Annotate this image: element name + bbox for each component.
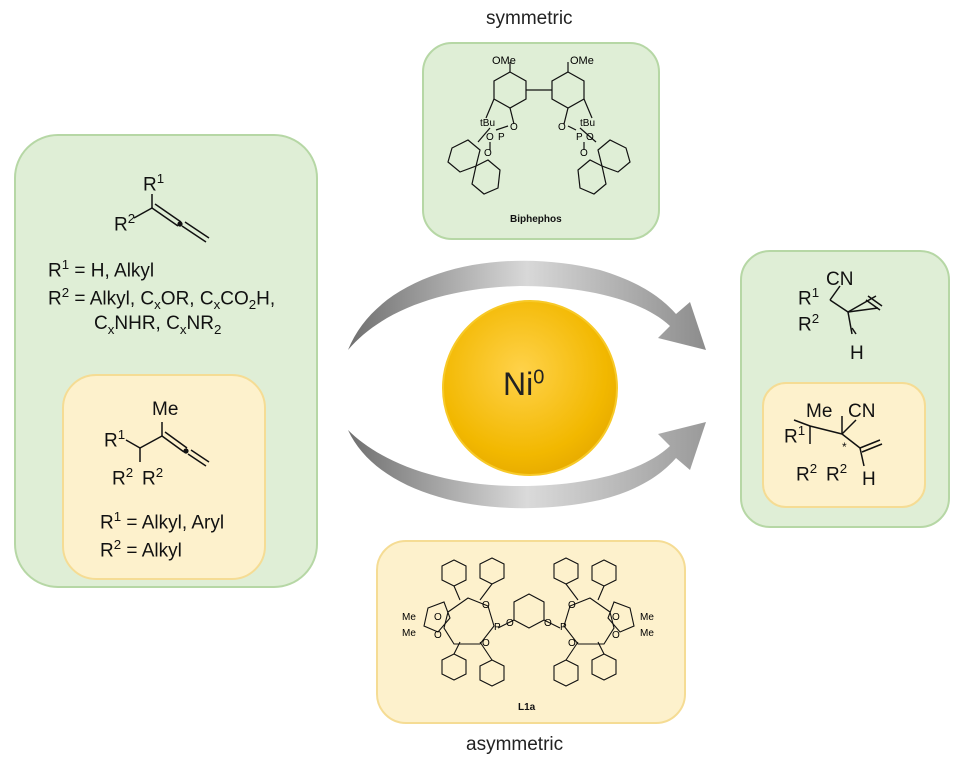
svg-text:tBu: tBu bbox=[580, 118, 595, 129]
label-symmetric: symmetric bbox=[486, 8, 573, 29]
allene-structure bbox=[133, 194, 210, 243]
product-r2: R2 bbox=[798, 311, 820, 336]
sub-def-r2: R2 = Alkyl bbox=[100, 537, 182, 562]
svg-text:OMe: OMe bbox=[492, 55, 516, 67]
reaction-arrows bbox=[348, 260, 706, 509]
svg-text:Me: Me bbox=[402, 612, 416, 623]
svg-text:O: O bbox=[510, 122, 518, 133]
product-r1: R1 bbox=[798, 285, 820, 310]
svg-text:Me: Me bbox=[640, 628, 654, 639]
def-r2: R2 = Alkyl, CxOR, CxCO2H, bbox=[48, 285, 276, 313]
svg-text:O: O bbox=[486, 132, 494, 143]
biphephos-panel bbox=[422, 42, 660, 240]
l1a-panel bbox=[376, 540, 686, 724]
trisubstituted-allene-structure bbox=[125, 422, 210, 467]
sub-r2b: R2 bbox=[142, 465, 164, 490]
chiral-cn: CN bbox=[848, 401, 876, 422]
product-subclass-panel bbox=[762, 382, 926, 508]
svg-text:P: P bbox=[560, 622, 567, 633]
svg-text:O: O bbox=[580, 148, 588, 159]
svg-text:O: O bbox=[568, 638, 576, 649]
l1a-structure: Me Me Me Me P P O O O O O O O O O O bbox=[402, 557, 654, 687]
allene-r2: R2 bbox=[114, 211, 136, 236]
chiral-r2a: R2 bbox=[796, 461, 818, 486]
chiral-r2b: R2 bbox=[826, 461, 848, 486]
svg-text:O: O bbox=[612, 630, 620, 641]
label-asymmetric: asymmetric bbox=[466, 734, 564, 755]
chiral-r1: R1 bbox=[784, 423, 806, 448]
allene-r1: R1 bbox=[143, 171, 165, 196]
svg-text:O: O bbox=[506, 618, 514, 629]
svg-text:P: P bbox=[498, 132, 505, 143]
svg-text:Me: Me bbox=[640, 612, 654, 623]
biphephos-label: Biphephos bbox=[510, 214, 562, 225]
product-h: H bbox=[850, 343, 864, 364]
sub-r2a: R2 bbox=[112, 465, 134, 490]
def-r2-cont: CxNHR, CxNR2 bbox=[94, 313, 222, 337]
svg-text:O: O bbox=[612, 612, 620, 623]
svg-text:O: O bbox=[568, 600, 576, 611]
svg-text:P: P bbox=[494, 622, 501, 633]
substrate-subclass-panel bbox=[62, 374, 266, 580]
def-r1: R1 = H, Alkyl bbox=[48, 257, 155, 282]
svg-text:tBu: tBu bbox=[480, 118, 495, 129]
svg-text:O: O bbox=[586, 132, 594, 143]
svg-text:O: O bbox=[434, 612, 442, 623]
svg-text:O: O bbox=[482, 600, 490, 611]
svg-text:O: O bbox=[544, 618, 552, 629]
nickel-catalyst-sphere bbox=[442, 300, 618, 476]
svg-text:O: O bbox=[558, 122, 566, 133]
product-structure bbox=[829, 285, 883, 335]
svg-text:O: O bbox=[484, 148, 492, 159]
sub-me: Me bbox=[152, 399, 179, 420]
svg-text:OMe: OMe bbox=[570, 55, 594, 67]
svg-text:Me: Me bbox=[402, 628, 416, 639]
l1a-label: L1a bbox=[518, 702, 536, 713]
chiral-product-structure bbox=[793, 416, 883, 467]
sub-r1: R1 bbox=[104, 427, 126, 452]
svg-text:O: O bbox=[434, 630, 442, 641]
product-cn: CN bbox=[826, 269, 854, 290]
svg-text:P: P bbox=[576, 132, 583, 143]
chiral-h: H bbox=[862, 469, 876, 490]
chiral-me: Me bbox=[806, 401, 833, 422]
nickel-label: Ni0 bbox=[503, 366, 545, 402]
biphephos-structure: OMe OMe tBu tBu O O O P O P O O bbox=[447, 55, 631, 195]
chiral-center-star: * bbox=[842, 440, 847, 454]
svg-text:O: O bbox=[482, 638, 490, 649]
sub-def-r1: R1 = Alkyl, Aryl bbox=[100, 509, 225, 534]
